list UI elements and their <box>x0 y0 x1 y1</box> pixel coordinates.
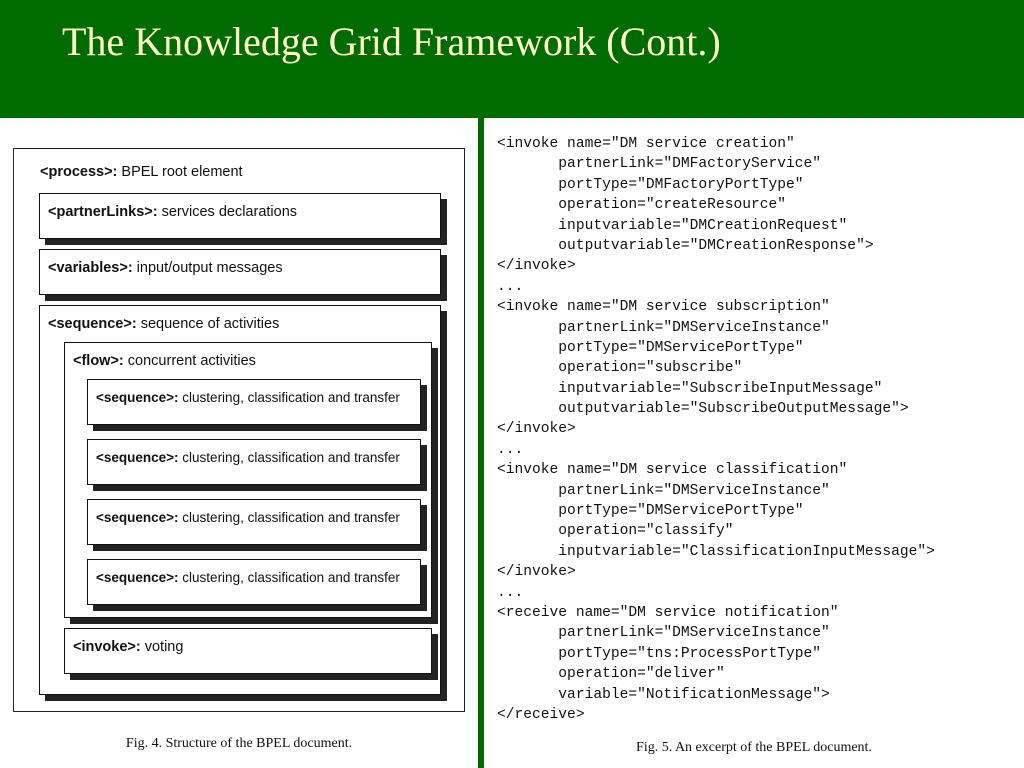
figure-4-caption: Fig. 4. Structure of the BPEL document. <box>125 736 353 751</box>
inner-sequence-box: <sequence>: clustering, classification a… <box>87 499 421 545</box>
code-line: operation="deliver" <box>497 666 725 683</box>
flow-label: <flow>: concurrent activities <box>73 353 256 369</box>
code-line: partnerLink="DMServiceInstance" <box>497 625 830 642</box>
code-line: partnerLink="DMServiceInstance" <box>497 482 830 499</box>
inner-sequence-label: <sequence>: clustering, classification a… <box>96 390 400 405</box>
code-line: outputvariable="DMCreationResponse"> <box>497 237 874 254</box>
code-line: operation="classify" <box>497 523 734 540</box>
inner-sequence-box: <sequence>: clustering, classification a… <box>87 379 421 425</box>
figure-5-panel: <invoke name="DM service creation" partn… <box>484 118 1024 768</box>
inner-sequence-label: <sequence>: clustering, classification a… <box>96 570 400 585</box>
code-line: variable="NotificationMessage"> <box>497 686 830 703</box>
code-line: inputvariable="DMCreationRequest" <box>497 217 848 234</box>
figure-5-caption: Fig. 5. An excerpt of the BPEL document. <box>636 740 872 755</box>
code-line: </invoke> <box>497 564 576 581</box>
sequence-label: <sequence>: sequence of activities <box>48 316 280 332</box>
code-line: ... <box>497 278 524 295</box>
code-line: <invoke name="DM service creation" <box>497 136 795 152</box>
code-line: partnerLink="DMFactoryService" <box>497 156 822 173</box>
code-line: portType="DMServicePortType" <box>497 339 804 356</box>
invoke-label: <invoke>: voting <box>73 639 184 655</box>
code-line: inputvariable="SubscribeInputMessage" <box>497 380 883 397</box>
code-line: </receive> <box>497 706 585 723</box>
code-line: <invoke name="DM service subscription" <box>497 299 830 316</box>
process-frame: <process>: BPEL root element <partnerLin… <box>13 148 465 712</box>
code-line: </invoke> <box>497 258 576 275</box>
inner-sequence-box: <sequence>: clustering, classification a… <box>87 559 421 605</box>
bpel-code-listing: <invoke name="DM service creation" partn… <box>497 134 935 725</box>
process-label: <process>: BPEL root element <box>40 164 243 180</box>
code-line: portType="tns:ProcessPortType" <box>497 645 822 662</box>
code-line: <invoke name="DM service classification" <box>497 462 848 479</box>
code-line: partnerLink="DMServiceInstance" <box>497 319 830 336</box>
variables-box: <variables>: input/output messages <box>39 249 441 295</box>
inner-sequence-box: <sequence>: clustering, classification a… <box>87 439 421 485</box>
code-line: <receive name="DM service notification" <box>497 604 839 621</box>
code-line: portType="DMServicePortType" <box>497 503 804 520</box>
code-line: operation="createResource" <box>497 197 787 214</box>
code-line: inputvariable="ClassificationInputMessag… <box>497 543 935 560</box>
figure-4-panel: <process>: BPEL root element <partnerLin… <box>0 118 478 768</box>
flow-box: <flow>: concurrent activities <sequence>… <box>64 342 432 618</box>
code-line: </invoke> <box>497 421 576 438</box>
sequence-box: <sequence>: sequence of activities <flow… <box>39 305 441 695</box>
inner-sequence-label: <sequence>: clustering, classification a… <box>96 510 400 525</box>
invoke-box: <invoke>: voting <box>64 628 432 674</box>
partnerlinks-box: <partnerLinks>: services declarations <box>39 193 441 239</box>
partnerlinks-label: <partnerLinks>: services declarations <box>48 204 298 220</box>
code-line: operation="subscribe" <box>497 360 743 377</box>
inner-sequence-label: <sequence>: clustering, classification a… <box>96 450 400 465</box>
variables-label: <variables>: input/output messages <box>48 260 283 276</box>
code-line: outputvariable="SubscribeOutputMessage"> <box>497 401 909 418</box>
code-line: ... <box>497 584 524 601</box>
code-line: ... <box>497 441 524 458</box>
slide-title: The Knowledge Grid Framework (Cont.) <box>62 19 721 64</box>
code-line: portType="DMFactoryPortType" <box>497 176 804 193</box>
